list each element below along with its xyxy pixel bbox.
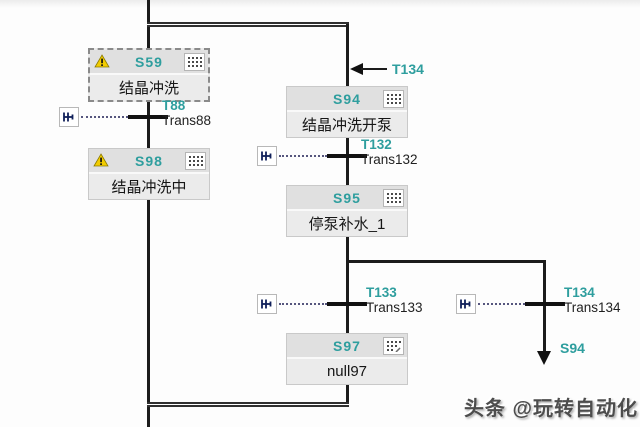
transition-id[interactable]: T132	[361, 137, 392, 152]
transition-id[interactable]: T133	[366, 285, 397, 300]
transition-name[interactable]: Trans133	[366, 300, 423, 315]
warning-icon	[93, 153, 109, 167]
incoming-jump-arrow-icon[interactable]	[350, 63, 363, 75]
transition-name[interactable]: Trans134	[564, 300, 621, 315]
step-id: S97	[333, 337, 361, 354]
step-S95[interactable]: S95 停泵补水_1	[286, 185, 408, 237]
step-S94[interactable]: S94 结晶冲洗开泵	[286, 86, 408, 138]
step-id: S98	[135, 152, 163, 169]
outgoing-jump-label[interactable]: S94	[560, 340, 585, 356]
transition-T133[interactable]	[327, 302, 367, 306]
watermark: 头条 @玩转自动化	[463, 398, 638, 420]
step-S59[interactable]: S59 结晶冲洗	[88, 48, 210, 102]
step-id: S94	[333, 90, 361, 107]
incoming-jump-arrow-line	[361, 68, 387, 70]
transition-T88[interactable]	[128, 115, 168, 119]
transition-T132[interactable]	[327, 154, 367, 158]
simultaneous-branch-close-line	[147, 402, 349, 407]
transition-name[interactable]: Trans88	[162, 113, 212, 128]
transition-id[interactable]: T134	[564, 285, 595, 300]
step-header: S97	[287, 334, 407, 359]
step-name: null97	[287, 359, 407, 384]
action-table-icon[interactable]	[383, 189, 404, 207]
step-S98[interactable]: S98 结晶冲洗中	[88, 148, 210, 200]
transition-condition-icon[interactable]	[257, 146, 277, 166]
transition-condition-icon[interactable]	[456, 294, 476, 314]
action-table-icon[interactable]	[383, 90, 404, 108]
condition-connector	[81, 116, 128, 118]
condition-connector	[279, 155, 327, 157]
jump-branch-line	[543, 261, 546, 353]
step-header: S59	[90, 50, 208, 75]
step-id: S59	[135, 53, 163, 70]
step-id: S95	[333, 189, 361, 206]
main-sequence-line	[147, 0, 150, 427]
step-name: 结晶冲洗开泵	[287, 112, 407, 137]
transition-condition-icon[interactable]	[59, 107, 79, 127]
step-name: 结晶冲洗中	[89, 174, 209, 199]
top-background-strip	[0, 0, 640, 8]
transition-name[interactable]: Trans132	[361, 152, 418, 167]
transition-T134[interactable]	[525, 302, 565, 306]
step-header: S98	[89, 149, 209, 174]
alternative-branch-open-line	[346, 260, 546, 263]
step-name: 停泵补水_1	[287, 211, 407, 236]
condition-connector	[478, 303, 525, 305]
incoming-jump-label[interactable]: T134	[392, 61, 424, 77]
step-header: S95	[287, 186, 407, 211]
action-table-icon[interactable]	[184, 53, 205, 71]
step-name: 结晶冲洗	[90, 75, 208, 100]
action-table-icon[interactable]	[185, 152, 206, 170]
outgoing-jump-arrow-icon[interactable]	[537, 351, 551, 365]
simultaneous-branch-open-line	[147, 22, 349, 27]
transition-id[interactable]: T88	[162, 98, 186, 113]
step-S97[interactable]: S97 null97	[286, 333, 408, 385]
transition-condition-icon[interactable]	[257, 294, 277, 314]
step-header: S94	[287, 87, 407, 112]
warning-icon	[94, 54, 110, 68]
condition-connector	[279, 303, 327, 305]
action-table-edit-icon[interactable]	[383, 337, 404, 355]
